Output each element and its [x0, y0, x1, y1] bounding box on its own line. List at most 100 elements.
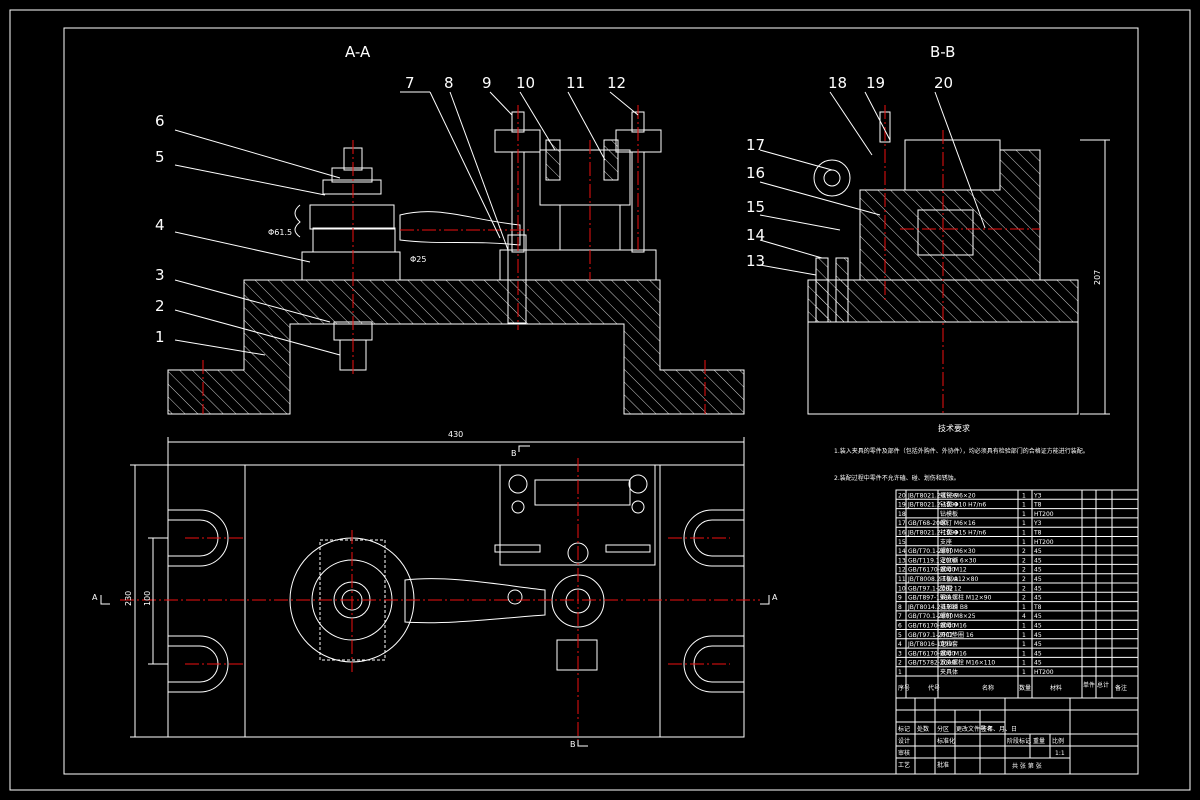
hdr-no: 序号: [898, 684, 910, 692]
leaders-aa: [174, 91, 639, 356]
parts-cell-no: 10: [898, 585, 906, 592]
parts-cell-mat: 45: [1034, 585, 1042, 592]
parts-cell-name: 定位套: [940, 640, 958, 648]
parts-cell-qty: 4: [1022, 613, 1026, 620]
parts-cell-no: 2: [898, 660, 902, 667]
hdr-note: 备注: [1115, 684, 1127, 692]
tb-stage: 阶段标记: [1007, 737, 1031, 745]
parts-cell-no: 17: [898, 520, 906, 527]
bb-drill-plate: [904, 139, 1001, 191]
plan-view: [120, 458, 760, 745]
title-block: 标记 处数 分区 更改文件号 签名 年、月、日 设计 标准化 工艺 批准 审核 …: [896, 698, 1138, 774]
parts-cell-mat: 45: [1034, 557, 1042, 564]
parts-cell-name: 螺钉 M6×30: [940, 547, 976, 555]
parts-cell-code: GB/T5782-2000: [908, 660, 955, 667]
parts-cell-code: GB/T70.1-2000: [908, 613, 953, 620]
plan-bolt-3: [511, 500, 525, 514]
parts-cell-code: JB/T8021.2-1999: [907, 530, 958, 537]
parts-cell-qty: 1: [1022, 650, 1026, 657]
marker-b-bottom: B: [570, 740, 576, 749]
bb-height-dim: 207: [1093, 270, 1102, 285]
parts-cell-qty: 2: [1022, 595, 1026, 602]
dim-length: 430: [448, 430, 463, 439]
parts-cell-name: 钻套 Φ10 H7/n6: [940, 501, 986, 509]
marker-b-top: B: [511, 449, 517, 458]
dim-slot-pitch: 100: [143, 591, 152, 606]
marker-a-left: A: [92, 593, 98, 602]
bb-pin-13: [815, 257, 829, 323]
parts-cell-code: GB/T97.1-2002: [908, 585, 953, 592]
parts-cell-name: 衬套 Φ15 H7/n6: [940, 529, 986, 537]
bb-eye-circle: [813, 159, 851, 197]
parts-cell-no: 11: [898, 576, 906, 583]
plan-clamp-plate: [534, 479, 631, 506]
plan-lever-right: [605, 544, 651, 553]
dim-width: 230: [124, 591, 133, 606]
bb-support-section: [859, 149, 1041, 281]
tb-mark: 标记: [898, 725, 910, 733]
parts-cell-qty: 1: [1022, 660, 1026, 667]
parts-cell-name: 垫圈 12: [940, 584, 962, 592]
parts-cell-code: GB/T97.1-2002: [908, 632, 953, 639]
section-bb-title: B-B: [930, 43, 955, 61]
parts-cell-name: 螺母 M12: [940, 566, 967, 574]
parts-cell-qty: 1: [1022, 641, 1026, 648]
parts-cell-qty: 1: [1022, 632, 1026, 639]
parts-cell-name: 菱形销 B8: [940, 603, 968, 611]
balloon-5: 5: [155, 148, 165, 166]
parts-cell-no: 5: [898, 632, 902, 639]
balloon-7: 7: [405, 74, 415, 92]
balloon-4: 4: [155, 216, 165, 234]
clamp-plate: [539, 149, 631, 206]
balloon-1: 1: [155, 328, 165, 346]
balloon-11: 11: [566, 74, 585, 92]
parts-cell-code: GB/T6170-2000: [908, 650, 955, 657]
parts-cell-name: 开口垫圈 16: [940, 631, 974, 639]
parts-cell-mat: T8: [1033, 604, 1042, 611]
leaders-bb: [759, 91, 986, 276]
tb-sign: 签名: [981, 725, 993, 733]
tb-date: 年、月、日: [987, 725, 1017, 733]
diamond-pin: [507, 234, 527, 324]
technical-requirements: 技术要求 1.装入夹具的零件及部件（包括外购件、外协件），均必须具有检验部门的合…: [834, 423, 1089, 482]
u-slot-top-left: [168, 509, 229, 567]
parts-cell-code: JB/T8021.2-1999: [907, 492, 958, 499]
parts-cell-name: 钻模板: [940, 510, 958, 518]
parts-cell-qty: 1: [1022, 511, 1026, 518]
hdr-name: 名称: [982, 684, 994, 692]
parts-cell-code: JB/T8016-1999: [907, 641, 952, 648]
tb-review: 审核: [898, 749, 910, 757]
parts-cell-mat: 45: [1034, 632, 1042, 639]
parts-cell-mat: 45: [1034, 623, 1042, 630]
parts-cell-name: 支座: [940, 538, 952, 546]
balloon-9: 9: [482, 74, 492, 92]
parts-cell-name: 螺母 M16: [940, 622, 967, 630]
balloon-6: 6: [155, 112, 165, 130]
parts-cell-qty: 1: [1022, 492, 1026, 499]
parts-cell-qty: 2: [1022, 585, 1026, 592]
parts-cell-name: 螺母 M16: [940, 649, 967, 657]
hdr-code: 代号: [928, 684, 940, 692]
balloon-12: 12: [607, 74, 626, 92]
outer-border: [9, 9, 1191, 791]
parts-cell-qty: 1: [1022, 530, 1026, 537]
section-bb-view: B-B 207: [807, 43, 1110, 415]
parts-cell-mat: T8: [1033, 530, 1042, 537]
balloon-20: 20: [934, 74, 953, 92]
inner-frame: [63, 27, 1139, 775]
balloons-aa: 1 2 3 4 5 6 7 8 9 10 11 12: [155, 74, 626, 346]
parts-cell-mat: HT200: [1034, 539, 1054, 546]
fit-annotation-2: Φ25: [410, 255, 426, 264]
tb-change: 更改文件号: [956, 725, 986, 733]
balloon-3: 3: [155, 266, 165, 284]
parts-cell-mat: 45: [1034, 548, 1042, 555]
parts-cell-mat: Y3: [1033, 520, 1042, 527]
tb-design: 设计: [898, 737, 910, 745]
hdr-unit: 单件: [1083, 681, 1095, 689]
parts-cell-code: JB/T8014.2-1999: [907, 604, 958, 611]
parts-cell-name: 双头螺柱 M12×90: [940, 594, 992, 602]
parts-cell-no: 15: [898, 539, 906, 546]
parts-header: 序号 代号 名称 数量 材料 单件 总计 备注: [898, 681, 1127, 692]
